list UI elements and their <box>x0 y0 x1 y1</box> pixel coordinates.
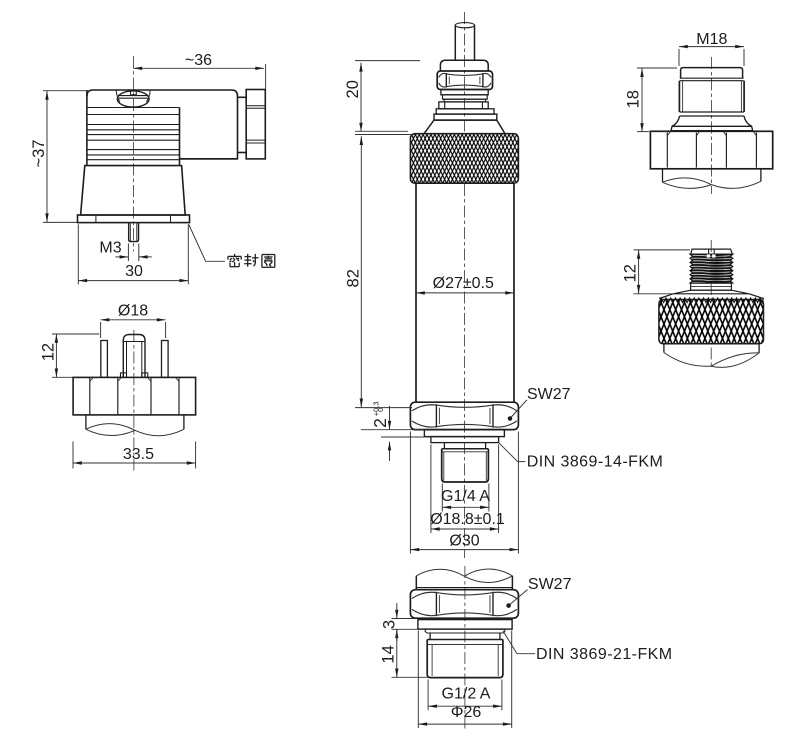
svg-text:Ø30: Ø30 <box>449 533 479 550</box>
svg-text:DIN 3869-21-FKM: DIN 3869-21-FKM <box>536 646 673 663</box>
svg-text:18: 18 <box>625 90 643 108</box>
svg-text:30: 30 <box>125 263 143 280</box>
svg-text:Φ26: Φ26 <box>451 704 482 721</box>
svg-text:~37: ~37 <box>30 140 48 168</box>
svg-text:+0.3: +0.3 <box>372 401 381 416</box>
svg-text:M3: M3 <box>99 239 121 256</box>
svg-text:12: 12 <box>40 343 58 361</box>
svg-text:Ø18.8±0.1: Ø18.8±0.1 <box>430 511 505 528</box>
svg-text:82: 82 <box>345 269 363 287</box>
svg-text:G1/4 A: G1/4 A <box>441 488 490 505</box>
svg-text:33.5: 33.5 <box>123 446 154 463</box>
svg-text:M18: M18 <box>696 31 727 48</box>
svg-text:G1/2 A: G1/2 A <box>442 685 491 702</box>
svg-text:~36: ~36 <box>185 52 212 69</box>
svg-text:3: 3 <box>380 620 398 629</box>
svg-text:0: 0 <box>376 408 385 412</box>
svg-text:20: 20 <box>344 80 362 98</box>
svg-text:Ø18: Ø18 <box>118 302 148 319</box>
svg-text:14: 14 <box>379 645 397 663</box>
svg-text:12: 12 <box>622 264 640 282</box>
svg-text:SW27: SW27 <box>528 576 572 593</box>
svg-text:DIN 3869-14-FKM: DIN 3869-14-FKM <box>527 454 664 471</box>
svg-text:2: 2 <box>370 418 390 428</box>
svg-text:SW27: SW27 <box>527 386 571 403</box>
svg-text:Ø27±0.5: Ø27±0.5 <box>433 275 494 292</box>
